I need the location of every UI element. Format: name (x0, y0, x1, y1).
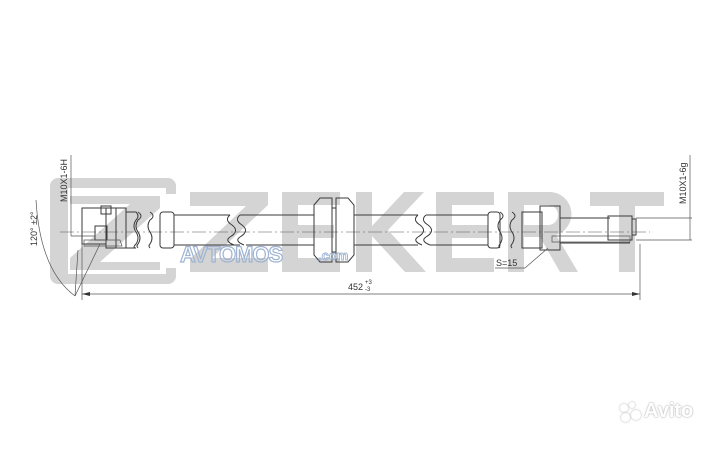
avito-watermark: Avito (620, 400, 693, 423)
length-label: 452 (348, 282, 363, 292)
angle-label: 120° ±2° (29, 211, 39, 246)
avtomos-watermark: AVTOMOS (180, 242, 283, 267)
length-tolerance-lower: -3 (365, 287, 371, 293)
length-tolerance-upper: +3 (365, 280, 373, 286)
avtomos-com-watermark: .com (318, 248, 348, 263)
right-fitting (487, 205, 637, 251)
left-thread-label: M10X1-6H (59, 159, 69, 202)
dimensions (35, 155, 692, 300)
right-thread-label: M10X1-6g (678, 162, 688, 204)
avito-logo-icon (620, 401, 642, 422)
zekert-watermark (50, 178, 664, 284)
hose-body (174, 197, 488, 263)
left-fitting (81, 205, 175, 249)
avito-text: Avito (644, 400, 694, 422)
wrench-size-label: S=15 (496, 258, 517, 268)
